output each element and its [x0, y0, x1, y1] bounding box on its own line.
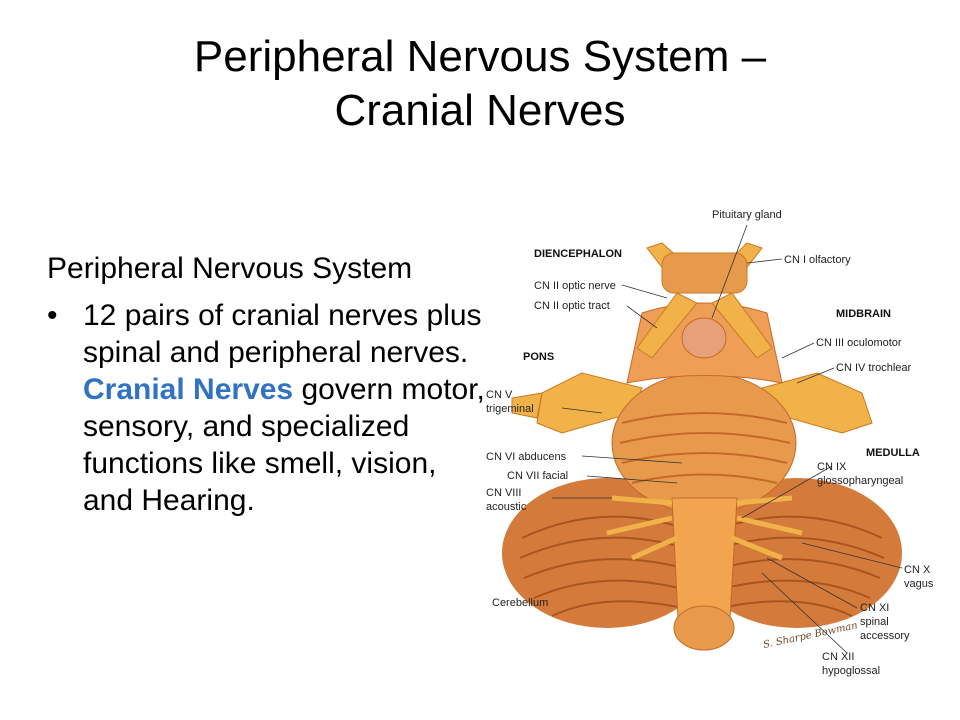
label-cn2-nerve: CN II optic nerve — [534, 280, 616, 292]
label-pituitary-gland: Pituitary gland — [712, 209, 782, 221]
leader-lines — [552, 224, 903, 654]
label-cn6: CN VI abducens — [486, 451, 567, 463]
brainstem-illustration: Pituitary gland DIENCEPHALON CN I olfact… — [482, 198, 950, 688]
slide-title: Peripheral Nervous System – Cranial Nerv… — [0, 30, 960, 138]
label-pons: PONS — [523, 351, 554, 363]
pons-shape — [611, 372, 797, 514]
label-cn8-b: acoustic — [486, 501, 527, 513]
label-cn5-b: trigeminal — [486, 403, 534, 415]
label-cn10-b: vagus — [904, 578, 934, 590]
medulla-shape — [671, 497, 738, 651]
brainstem-svg: Pituitary gland DIENCEPHALON CN I olfact… — [486, 209, 934, 677]
label-cn5-a: CN V — [486, 389, 513, 401]
label-cn7: CN VII facial — [507, 470, 568, 482]
label-cn3: CN III oculomotor — [816, 337, 902, 349]
bullet-highlight: Cranial Nerves — [83, 373, 294, 406]
label-cn1: CN I olfactory — [784, 254, 851, 266]
label-cn11-c: accessory — [860, 630, 910, 642]
bullet-text-2: govern motor, sensory, and specialized f… — [83, 373, 485, 517]
label-cn12-b: hypoglossal — [822, 665, 880, 677]
cerebellum-shape — [502, 478, 902, 628]
label-cn11-a: CN XI — [860, 602, 889, 614]
bullet-text-1: 12 pairs of cranial nerves plus spinal a… — [83, 299, 482, 369]
label-cn4: CN IV trochlear — [836, 362, 912, 374]
label-cn12-a: CN XII — [822, 651, 854, 663]
label-diencephalon: DIENCEPHALON — [534, 248, 622, 260]
lead-text: Peripheral Nervous System — [47, 252, 413, 285]
title-line-1: Peripheral Nervous System – — [193, 32, 767, 81]
label-cn11-b: spinal — [860, 616, 889, 628]
label-cn2-tract: CN II optic tract — [534, 300, 610, 312]
label-cerebellum: Cerebellum — [492, 597, 548, 609]
label-cn8-a: CN VIII — [486, 487, 521, 499]
bullet-item: • 12 pairs of cranial nerves plus spinal… — [47, 297, 487, 519]
label-cn9-a: CN IX — [817, 461, 847, 473]
title-line-2: Cranial Nerves — [334, 86, 626, 135]
label-cn9-b: glossopharyngeal — [817, 475, 903, 487]
slide-body: Peripheral Nervous System • 12 pairs of … — [47, 250, 487, 519]
label-midbrain: MIDBRAIN — [836, 308, 891, 320]
label-medulla: MEDULLA — [866, 447, 920, 459]
label-cn10-a: CN X — [904, 564, 931, 576]
bullet-marker: • — [47, 299, 58, 332]
cranial-nerve-roots — [606, 495, 803, 561]
